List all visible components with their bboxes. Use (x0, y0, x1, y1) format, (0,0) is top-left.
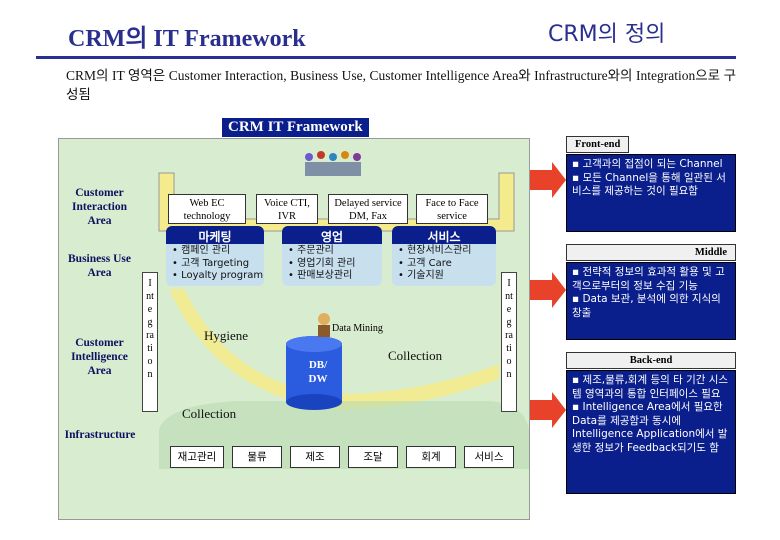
front-end-text-item: ▪ 고객과의 접점이 되는 Channel (572, 158, 732, 172)
sales-item: • 판매보상관리 (288, 270, 382, 283)
front-end-text-content: 모든 Channel을 통해 일관된 서비스를 제공하는 것이 필요함 (572, 172, 726, 198)
area-label-customer-interaction: Customer Interaction Area (62, 186, 137, 228)
hygiene-label: Hygiene (204, 328, 248, 344)
middle-text: ▪ 전략적 정보의 효과적 활용 및 고객으로부터의 정보 수집 기능 ▪ Da… (572, 266, 732, 320)
service-item-text: 현장서비스관리 (407, 245, 471, 256)
area-label-infrastructure: Infrastructure (60, 428, 140, 442)
marketing-item: • Loyalty program (172, 270, 264, 283)
service-items: • 현장서비스관리 • 고객 Care • 기술지원 (398, 245, 496, 283)
channel-voice: Voice CTI, IVR (256, 194, 318, 224)
marketing-header: 마케팅 (166, 226, 264, 244)
service-item: • 고객 Care (398, 258, 496, 271)
infra-box: 회계 (406, 446, 456, 468)
sales-item: • 영업기회 관리 (288, 258, 382, 271)
marketing-item-text: Loyalty program (181, 270, 263, 281)
back-end-text: ▪ 제조,물류,회계 등의 타 기간 시스템 영역과의 통합 인터페이스 필요 … (572, 374, 732, 455)
infra-box: 물류 (232, 446, 282, 468)
integration-bar-left-label: Integration (146, 277, 154, 381)
channel-face-to-face: Face to Face service (416, 194, 488, 224)
infra-box: 조달 (348, 446, 398, 468)
area-label-customer-intelligence: Customer Intelligence Area (62, 336, 137, 378)
back-end-label: Back-end (566, 352, 736, 369)
sales-items: • 주문관리 • 영업기회 관리 • 판매보상관리 (288, 245, 382, 283)
arrow-front-end (530, 160, 566, 200)
sales-item-text: 판매보상관리 (297, 270, 352, 281)
back-end-text-content: Intelligence Area에서 필요한 Data를 제공함과 동시에 I… (572, 401, 727, 454)
sales-item-text: 주문관리 (297, 245, 334, 256)
front-end-text-item: ▪ 모든 Channel을 통해 일관된 서비스를 제공하는 것이 필요함 (572, 172, 732, 199)
marketing-title: 마케팅 (198, 230, 231, 244)
middle-text-content: Data 보관, 분석에 의한 지식의 창출 (572, 293, 721, 319)
middle-text-content: 전략적 정보의 효과적 활용 및 고객으로부터의 정보 수집 기능 (572, 266, 725, 292)
framework-title: CRM IT Framework (222, 118, 369, 137)
collection-right-label: Collection (388, 348, 442, 364)
front-end-text: ▪ 고객과의 접점이 되는 Channel ▪ 모든 Channel을 통해 일… (572, 158, 732, 199)
area-label-business-use: Business Use Area (62, 252, 137, 280)
page-title: CRM의 IT Framework (68, 18, 306, 53)
service-item: • 기술지원 (398, 270, 496, 283)
db-dw-label: DB/ DW (300, 358, 336, 386)
middle-text-item: ▪ Data 보관, 분석에 의한 지식의 창출 (572, 293, 732, 320)
data-mining-label: Data Mining (332, 323, 383, 334)
integration-bar-right-label: Integration (505, 277, 513, 381)
service-item: • 현장서비스관리 (398, 245, 496, 258)
title-divider (36, 56, 736, 59)
marketing-items: • 캠페인 관리 • 고객 Targeting • Loyalty progra… (172, 245, 264, 283)
sales-header: 영업 (282, 226, 382, 244)
sales-title: 영업 (321, 230, 343, 244)
data-mining-icon (318, 313, 330, 337)
service-header: 서비스 (392, 226, 496, 244)
sales-item-text: 영업기회 관리 (297, 258, 355, 269)
integration-bar-left: Integration (142, 272, 158, 412)
back-end-text-item: ▪ 제조,물류,회계 등의 타 기간 시스템 영역과의 통합 인터페이스 필요 (572, 374, 732, 401)
arrow-back-end (530, 390, 566, 430)
infra-box: 재고관리 (170, 446, 224, 468)
arrow-middle (530, 270, 566, 310)
marketing-item: • 고객 Targeting (172, 258, 264, 271)
back-end-text-item: ▪ Intelligence Area에서 필요한 Data를 제공함과 동시에… (572, 401, 732, 455)
marketing-item-text: 고객 Targeting (181, 258, 249, 269)
infra-box: 서비스 (464, 446, 514, 468)
collection-left-label: Collection (182, 406, 236, 422)
front-end-text-content: 고객과의 접점이 되는 Channel (582, 158, 722, 170)
back-end-text-content: 제조,물류,회계 등의 타 기간 시스템 영역과의 통합 인터페이스 필요 (572, 374, 728, 400)
sales-item: • 주문관리 (288, 245, 382, 258)
infra-box: 제조 (290, 446, 340, 468)
middle-text-item: ▪ 전략적 정보의 효과적 활용 및 고객으로부터의 정보 수집 기능 (572, 266, 732, 293)
service-title: 서비스 (427, 230, 460, 244)
service-item-text: 고객 Care (407, 258, 452, 269)
section-title: CRM의 정의 (548, 16, 665, 48)
description-text: CRM의 IT 영역은 Customer Interaction, Busine… (66, 66, 736, 104)
service-item-text: 기술지원 (407, 270, 444, 281)
middle-label: Middle (566, 244, 736, 261)
people-icon (305, 151, 361, 176)
channel-delayed-service: Delayed service DM, Fax (328, 194, 408, 224)
channel-web: Web EC technology (168, 194, 246, 224)
marketing-item-text: 캠페인 관리 (181, 245, 230, 256)
front-end-label: Front-end (566, 136, 629, 153)
integration-bar-right: Integration (501, 272, 517, 412)
marketing-item: • 캠페인 관리 (172, 245, 264, 258)
